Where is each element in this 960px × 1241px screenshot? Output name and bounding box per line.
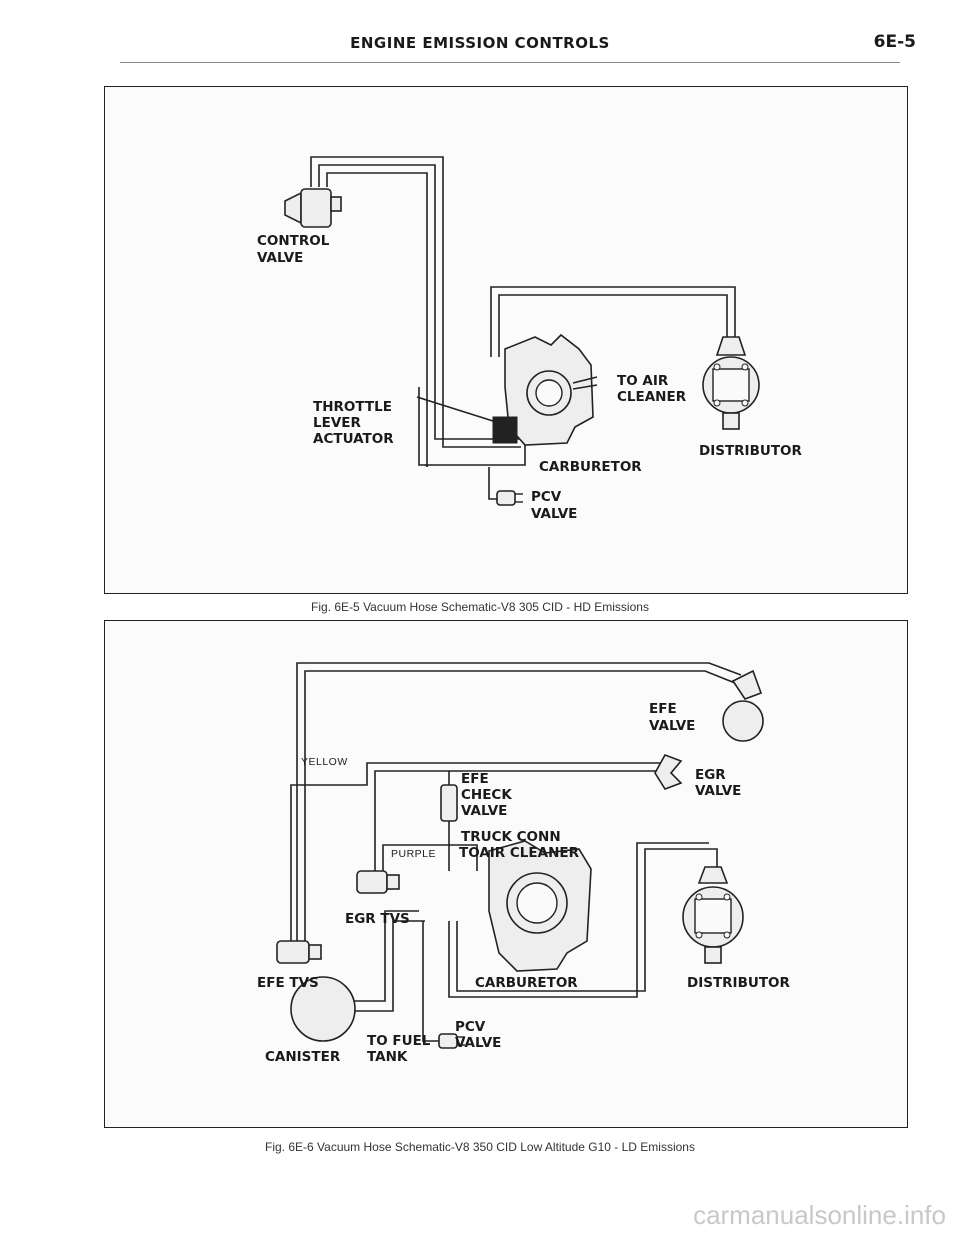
carburetor-icon bbox=[492, 333, 598, 446]
hose-efe-valve-outer bbox=[296, 662, 742, 941]
efe-check-valve-icon bbox=[440, 784, 458, 822]
pcv-valve-icon bbox=[496, 490, 523, 506]
label-to-air-2: CLEANER bbox=[617, 389, 687, 405]
label-efe-valve-1: EFE bbox=[649, 701, 677, 717]
page-number: 6E-5 bbox=[873, 32, 916, 52]
figure-2-caption: Fig. 6E-6 Vacuum Hose Schematic-V8 350 C… bbox=[265, 1140, 695, 1154]
hose-control-valve-outer bbox=[310, 156, 521, 448]
label-egr-tvs: EGR TVS bbox=[345, 911, 410, 927]
label-to-air-1: TO AIR bbox=[617, 373, 669, 389]
label-to-fuel-2: TANK bbox=[367, 1049, 408, 1065]
label-throttle-3: ACTUATOR bbox=[313, 431, 394, 447]
hose-distributor-outer bbox=[490, 286, 736, 357]
label-pcv-1: PCV bbox=[455, 1019, 486, 1035]
hose-canister-inner bbox=[335, 920, 425, 1012]
label-truck-conn-2: TOAIR CLEANER bbox=[459, 845, 580, 861]
hose-control-valve-inner bbox=[318, 164, 521, 440]
site-watermark: carmanualsonline.info bbox=[693, 1200, 946, 1230]
hose-distributor-inner bbox=[448, 842, 709, 998]
pcv-valve-icon bbox=[438, 1033, 465, 1049]
label-egr-valve-1: EGR bbox=[695, 767, 726, 783]
label-efe-check-2: CHECK bbox=[461, 787, 512, 803]
hose-egr-valve-inner bbox=[374, 770, 665, 871]
efe-tvs-icon bbox=[276, 940, 322, 964]
hose-egr-valve-outer bbox=[290, 762, 665, 941]
hose-pcv bbox=[422, 921, 439, 1042]
label-yellow: YELLOW bbox=[301, 756, 348, 768]
label-truck-conn-1: TRUCK CONN bbox=[461, 829, 561, 845]
figure-2-diagram: EFE VALVE YELLOW EFE CHECK VALVE EGR VAL… bbox=[257, 662, 791, 1065]
figure-2-panel: EFE VALVE YELLOW EFE CHECK VALVE EGR VAL… bbox=[104, 620, 908, 1128]
label-to-fuel-1: TO FUEL bbox=[367, 1033, 431, 1049]
hose-control-valve-third bbox=[326, 172, 428, 467]
distributor-icon bbox=[682, 866, 744, 964]
label-canister: CANISTER bbox=[265, 1049, 341, 1065]
label-egr-valve-2: VALVE bbox=[695, 783, 741, 799]
hose-distributor-outer bbox=[456, 848, 718, 992]
egr-tvs-icon bbox=[356, 870, 400, 894]
hose-efe-valve-inner bbox=[304, 670, 736, 941]
label-carburetor: CARBURETOR bbox=[475, 975, 578, 991]
hose-canister-outer bbox=[335, 910, 419, 1002]
label-throttle-1: THROTTLE bbox=[313, 399, 392, 415]
hose-pcv bbox=[488, 467, 497, 500]
label-pcv-2: VALVE bbox=[531, 506, 577, 522]
page-header-title: ENGINE EMISSION CONTROLS bbox=[350, 34, 610, 52]
canister-icon bbox=[290, 976, 356, 1042]
label-control-valve-2: VALVE bbox=[257, 250, 303, 266]
label-efe-valve-2: VALVE bbox=[649, 718, 695, 734]
label-throttle-2: LEVER bbox=[313, 415, 361, 431]
throttle-pointer bbox=[416, 396, 494, 422]
carburetor-icon bbox=[488, 840, 592, 972]
hose-purple bbox=[382, 844, 478, 871]
label-efe-tvs: EFE TVS bbox=[257, 975, 319, 991]
figure-1-diagram: CONTROL VALVE THROTTLE LEVER ACTUATOR TO… bbox=[257, 156, 803, 522]
figure-1-panel: CONTROL VALVE THROTTLE LEVER ACTUATOR TO… bbox=[104, 86, 908, 594]
label-efe-check-1: EFE bbox=[461, 771, 489, 787]
label-control-valve-1: CONTROL bbox=[257, 233, 330, 249]
label-distributor: DISTRIBUTOR bbox=[687, 975, 791, 991]
distributor-icon bbox=[702, 336, 760, 430]
egr-valve-icon bbox=[654, 754, 683, 790]
control-valve-icon bbox=[284, 188, 342, 228]
label-pcv-2: VALVE bbox=[455, 1035, 501, 1051]
hose-distributor-inner bbox=[498, 294, 728, 357]
label-efe-check-3: VALVE bbox=[461, 803, 507, 819]
label-distributor: DISTRIBUTOR bbox=[699, 443, 803, 459]
figure-1-caption: Fig. 6E-5 Vacuum Hose Schematic-V8 305 C… bbox=[311, 600, 649, 614]
efe-valve-icon bbox=[722, 669, 764, 742]
label-purple: PURPLE bbox=[391, 848, 436, 860]
label-pcv-1: PCV bbox=[531, 489, 562, 505]
header-rule bbox=[120, 62, 900, 63]
label-carburetor: CARBURETOR bbox=[539, 459, 642, 475]
